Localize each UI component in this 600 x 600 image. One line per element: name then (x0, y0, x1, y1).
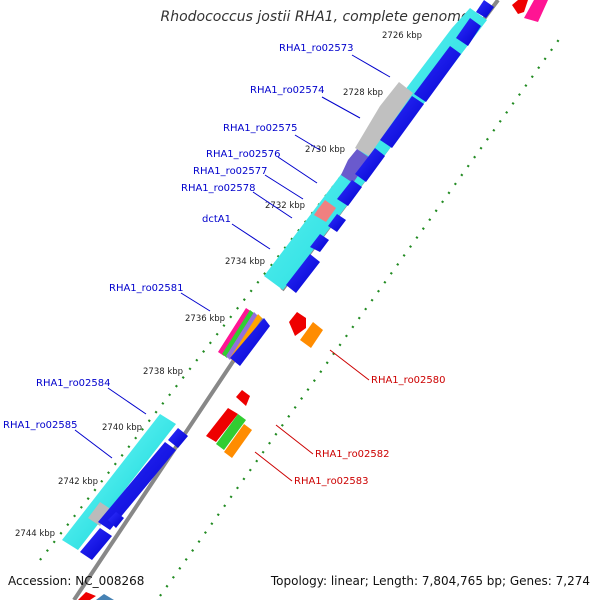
magenta-gene-top (524, 0, 548, 22)
pink-block (314, 200, 336, 222)
cds-arrows-lower (80, 428, 188, 560)
gene-label-reverse[interactable]: RHA1_ro02582 (315, 449, 390, 460)
tick-label: 2732 kbp (265, 201, 305, 211)
topology-label: Topology: linear; Length: 7,804,765 bp; … (270, 574, 590, 588)
orange-gene-ro02580 (300, 322, 323, 348)
purple-block (341, 149, 370, 183)
gene-label-reverse[interactable]: RHA1_ro02583 (294, 476, 369, 487)
tick-label: 2744 kbp (15, 529, 55, 539)
gene-label-forward[interactable]: RHA1_ro02585 (3, 420, 78, 431)
gene-label-forward[interactable]: RHA1_ro02576 (206, 149, 281, 160)
reverse-dotted-guide (159, 37, 561, 597)
gene-label-reverse-leader-line (275, 424, 314, 455)
tick-labels: 2726 kbp 2728 kbp 2730 kbp 2732 kbp 2734 kbp… (15, 31, 422, 539)
gene-label-forward[interactable]: RHA1_ro02577 (193, 166, 268, 177)
tick-label: 2728 kbp (343, 88, 383, 98)
cds-arrow-middle (230, 318, 270, 366)
gene-label-forward-leader-line (252, 191, 293, 219)
gene-label-forward[interactable]: RHA1_ro02575 (223, 123, 298, 134)
steel-gene-bottom (96, 594, 114, 600)
gene-label-reverse-leader-line (329, 349, 370, 381)
tick-label: 2738 kbp (143, 367, 183, 377)
tick-label: 2730 kbp (305, 145, 345, 155)
gene-label-forward[interactable]: RHA1_ro02578 (181, 183, 256, 194)
gene-label-forward[interactable]: RHA1_ro02584 (36, 378, 111, 389)
gene-label-forward-leader-line (321, 96, 361, 119)
red-gene-ro02582 (206, 408, 238, 442)
gene-label-forward-leader-line (264, 174, 304, 200)
gene-label-forward-leader-line (351, 54, 391, 78)
gene-labels: RHA1_ro02573RHA1_ro02574RHA1_ro02575RHA1… (3, 43, 446, 487)
accession-label: Accession: NC_008268 (8, 574, 145, 588)
gene-label-forward[interactable]: RHA1_ro02581 (109, 283, 184, 294)
cds-arrows-upper (286, 0, 494, 293)
tick-label: 2734 kbp (225, 257, 265, 267)
tick-label: 2740 kbp (102, 423, 142, 433)
gene-label-forward-leader-line (294, 134, 321, 151)
gene-label-forward-leader-line (277, 156, 318, 184)
tick-label: 2726 kbp (382, 31, 422, 41)
gene-label-forward-leader-line (231, 223, 271, 250)
gene-label-forward-leader-line (180, 292, 211, 312)
gene-label-forward-leader-line (74, 429, 113, 459)
grey-block-upper (355, 82, 413, 156)
gene-label-forward[interactable]: RHA1_ro02573 (279, 43, 354, 54)
genome-title: Rhodococcus jostii RHA1, complete genome (160, 9, 470, 25)
tick-label: 2742 kbp (58, 477, 98, 487)
grey-block-lower (88, 502, 112, 526)
red-gene-small (236, 390, 250, 406)
gene-label-forward[interactable]: RHA1_ro02574 (250, 85, 325, 96)
gene-label-forward[interactable]: dctA1 (202, 214, 231, 225)
orange-gene-ro02583 (224, 424, 252, 458)
tick-label: 2736 kbp (185, 314, 225, 324)
gene-label-reverse-leader-line (254, 451, 293, 482)
green-gene-ro02582 (216, 414, 246, 450)
red-gene-top (512, 0, 528, 14)
gene-label-reverse[interactable]: RHA1_ro02580 (371, 375, 446, 386)
red-gene-bottom (78, 592, 96, 600)
gene-label-forward-leader-line (107, 387, 147, 415)
red-gene-ro02580 (289, 312, 306, 336)
